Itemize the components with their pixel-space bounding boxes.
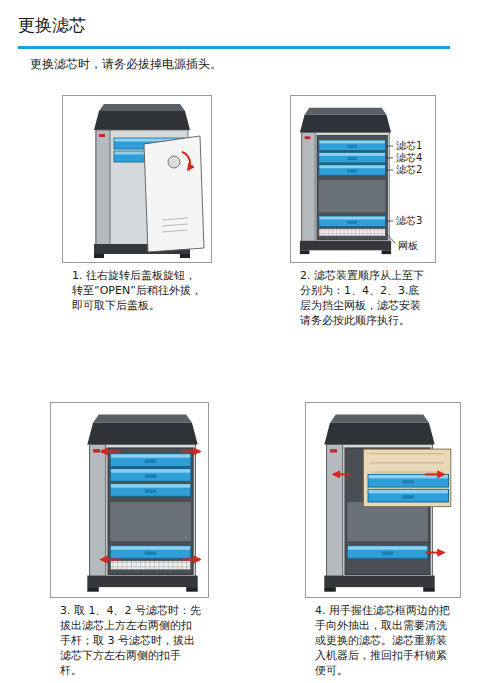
part-label: 网板 — [398, 240, 418, 252]
step-caption: 4. 用手握住滤芯框两边的把手向外抽出，取出需要清洗或更换的滤芯。滤芯重新装入机… — [305, 598, 461, 678]
step-caption: 3. 取 1、4、2 号滤芯时：先拔出滤芯上方左右两侧的扣手杆；取 3 号滤芯时… — [50, 598, 209, 678]
purifier-figure — [87, 415, 200, 592]
panel-frame — [50, 402, 209, 598]
panel-frame — [290, 95, 436, 263]
panel-frame — [305, 402, 461, 598]
leader-line — [386, 146, 395, 243]
part-label: 滤芯2 — [396, 164, 422, 176]
purifier-figure — [300, 108, 391, 254]
step-panel: 3. 取 1、4、2 号滤芯时：先拔出滤芯上方左右两侧的扣手杆；取 3 号滤芯时… — [50, 402, 209, 678]
note-text: 更换滤芯时，请务必拔掉电源插头。 — [30, 56, 222, 72]
step-caption: 2. 滤芯装置顺序从上至下分别为：1、4、2、3.底层为挡尘网板，滤芯安装请务必… — [290, 263, 436, 328]
part-label: 滤芯4 — [396, 152, 422, 164]
step-panel: 1. 往右旋转后盖板旋钮，转至“OPEN”后稍往外拔，即可取下后盖板。 — [62, 95, 212, 313]
page-title: 更换滤芯 — [18, 14, 86, 36]
part-label: 滤芯1 — [396, 140, 422, 152]
step-panel: 4. 用手握住滤芯框两边的把手向外抽出，取出需要清洗或更换的滤芯。滤芯重新装入机… — [305, 402, 461, 678]
part-label: 滤芯3 — [396, 215, 422, 227]
panel-frame — [62, 95, 212, 263]
step-caption: 1. 往右旋转后盖板旋钮，转至“OPEN”后稍往外拔，即可取下后盖板。 — [62, 263, 212, 313]
header-rule — [18, 46, 450, 49]
purifier-figure — [324, 415, 451, 592]
step-panel: 2. 滤芯装置顺序从上至下分别为：1、4、2、3.底层为挡尘网板，滤芯安装请务必… — [290, 95, 436, 328]
purifier-figure — [94, 104, 204, 258]
